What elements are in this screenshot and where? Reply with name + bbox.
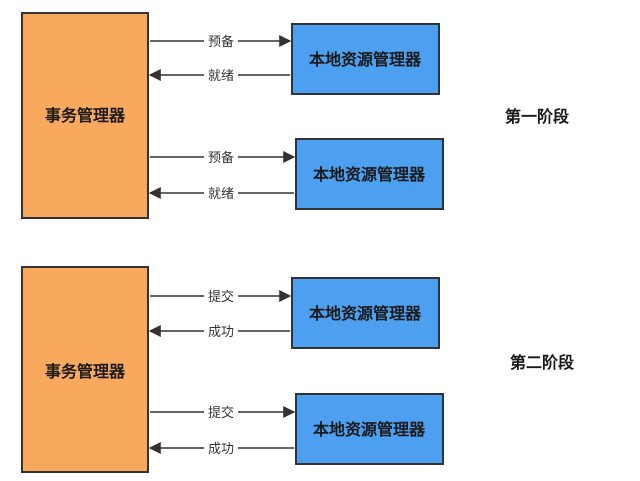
phase1-title: 第一阶段: [505, 107, 570, 126]
phase1-response-label-2: 就绪: [208, 187, 234, 202]
phase1-resource-manager-2-box: [295, 138, 444, 210]
phase2-group: 事务管理器 本地资源管理器 本地资源管理器 提交 成功 提交 成功 第二阶段: [21, 266, 575, 473]
label-bg: [204, 33, 238, 49]
label-bg: [204, 404, 238, 420]
phase2-resource-manager-1-label: 本地资源管理器: [309, 304, 422, 323]
phase1-resource-manager-1-box: [291, 23, 440, 95]
phase2-request-label-2: 提交: [208, 405, 234, 421]
phase1-request-label-1: 预备: [208, 34, 234, 50]
phase1-group: 事务管理器 本地资源管理器 本地资源管理器 预备 就绪 预备 就绪 第一阶段: [21, 12, 570, 219]
phase1-transaction-manager-box: [21, 12, 149, 219]
phase2-transaction-manager-label: 事务管理器: [45, 362, 126, 381]
label-bg: [204, 67, 238, 83]
label-bg: [204, 323, 238, 339]
phase2-resource-manager-1-box: [291, 277, 440, 349]
phase2-resource-manager-2-box: [295, 393, 444, 465]
phase1-resource-manager-2-label: 本地资源管理器: [313, 165, 426, 184]
phase2-response-label-1: 成功: [208, 325, 234, 340]
phase1-resource-manager-1-label: 本地资源管理器: [309, 50, 422, 69]
phase2-request-label-1: 提交: [208, 289, 234, 305]
phase2-response-label-2: 成功: [208, 442, 234, 457]
phase2-title: 第二阶段: [510, 353, 575, 372]
label-bg: [204, 185, 238, 201]
label-bg: [204, 288, 238, 304]
phase1-transaction-manager-label: 事务管理器: [45, 106, 126, 125]
label-bg: [204, 149, 238, 165]
label-bg: [204, 440, 238, 456]
phase1-request-label-2: 预备: [208, 150, 234, 166]
phase2-transaction-manager-box: [21, 266, 149, 473]
phase1-response-label-1: 就绪: [208, 69, 234, 84]
phase2-resource-manager-2-label: 本地资源管理器: [313, 420, 426, 439]
